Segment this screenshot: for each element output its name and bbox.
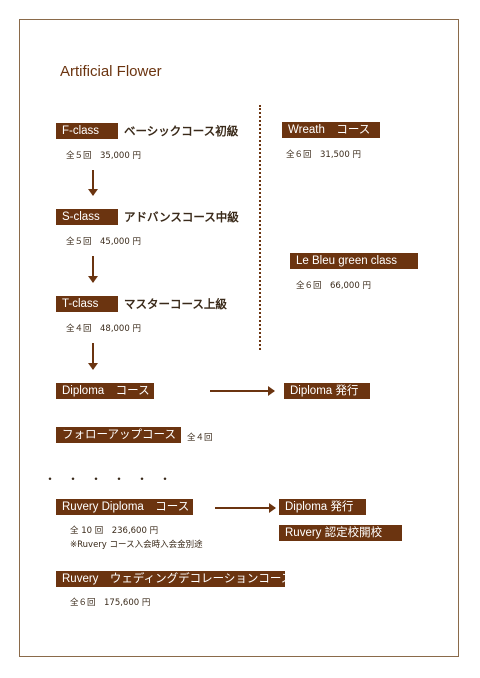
- arrow-down-icon: [88, 256, 98, 283]
- s-class-label: アドバンスコース中級: [124, 210, 239, 224]
- arrow-down-icon: [88, 343, 98, 370]
- follow-up-count: 全４回: [187, 433, 213, 443]
- follow-up-tag: フォローアップコース: [56, 427, 181, 443]
- t-class-price: 全４回 48,000 円: [66, 324, 141, 334]
- f-class-label: ベーシックコース初級: [124, 124, 239, 138]
- wreath-price: 全６回 31,500 円: [286, 150, 361, 160]
- ruvery-diploma-tag: Ruvery Diploma コース: [56, 499, 193, 515]
- ruvery-diploma-issue-tag: Diploma 発行: [279, 499, 366, 515]
- ruvery-certified-tag: Ruvery 認定校開校: [279, 525, 402, 541]
- s-class-tag: S-class: [56, 209, 118, 225]
- t-class-tag: T-class: [56, 296, 118, 312]
- wreath-tag: Wreath コース: [282, 122, 380, 138]
- f-class-price: 全５回 35,000 円: [66, 151, 141, 161]
- le-bleu-tag: Le Bleu green class: [290, 253, 418, 269]
- diploma-course-tag: Diploma コース: [56, 383, 154, 399]
- page-title: Artificial Flower: [60, 63, 162, 80]
- page-frame: [19, 19, 459, 657]
- ruvery-diploma-price: 全 10 回 236,600 円: [70, 526, 159, 536]
- ruvery-wedding-price: 全６回 175,600 円: [70, 598, 151, 608]
- arrow-down-icon: [88, 170, 98, 196]
- dotted-separator: ・・・・・・: [44, 472, 183, 486]
- dotted-divider: [259, 105, 261, 350]
- ruvery-diploma-note: ※Ruvery コース入会時入会金別途: [70, 540, 203, 550]
- arrow-right-icon: [215, 503, 276, 513]
- diploma-issue-tag: Diploma 発行: [284, 383, 370, 399]
- arrow-right-icon: [210, 386, 275, 396]
- ruvery-wedding-tag: Ruvery ウェディングデコレーションコース: [56, 571, 292, 587]
- s-class-price: 全５回 45,000 円: [66, 237, 141, 247]
- f-class-tag: F-class: [56, 123, 118, 139]
- t-class-label: マスターコース上級: [124, 297, 227, 311]
- le-bleu-price: 全６回 66,000 円: [296, 281, 371, 291]
